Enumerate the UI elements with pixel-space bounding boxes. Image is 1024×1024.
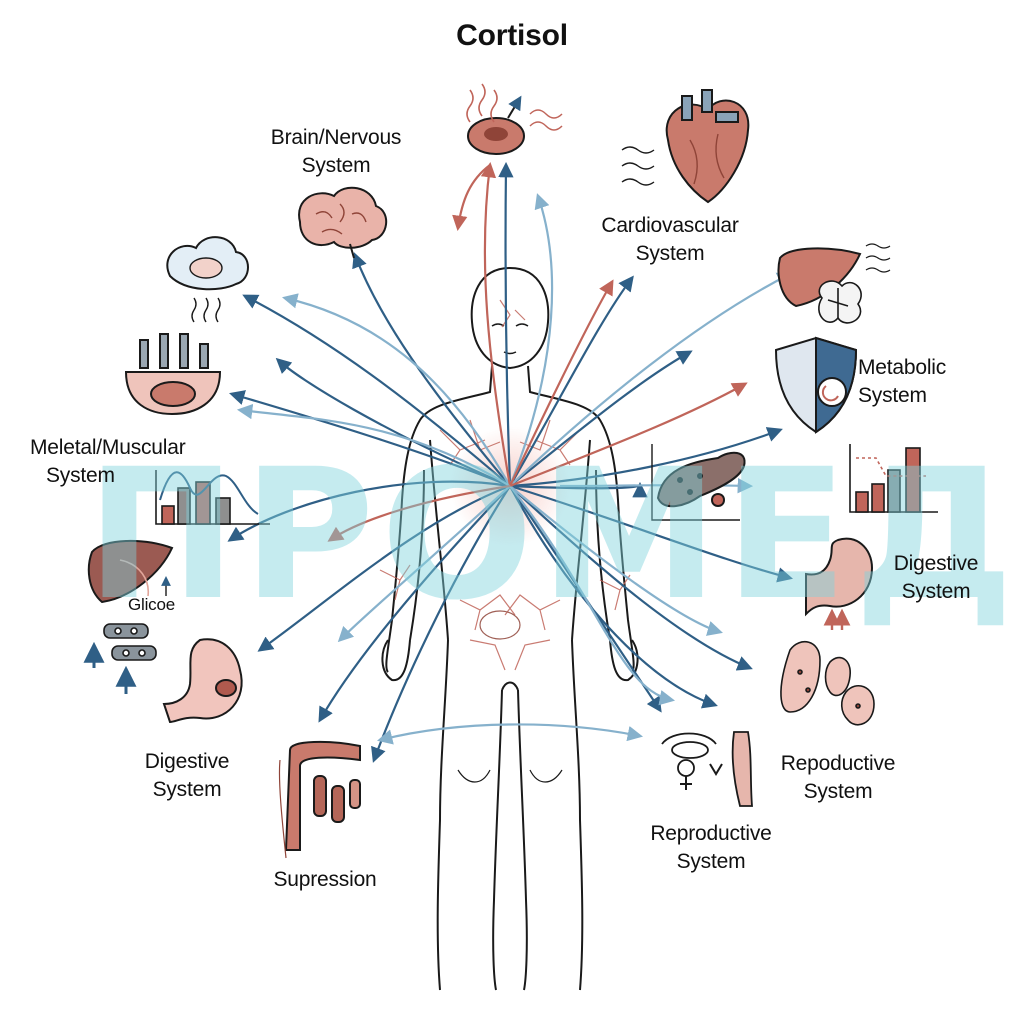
label-metabolic-system: Metabolic System xyxy=(858,356,947,407)
label-glucose: Glicoe xyxy=(128,595,175,614)
label-reproductive-system-center: Reproductive System xyxy=(650,822,772,873)
heart-icon xyxy=(621,89,750,204)
label-suppression: Supression xyxy=(273,868,377,891)
liver-icon xyxy=(87,540,174,604)
intestine-icon xyxy=(278,740,361,859)
muscle-icon xyxy=(124,333,222,416)
stomach-icon xyxy=(162,638,243,724)
label-cardiovascular-system: Cardiovascular System xyxy=(601,214,739,265)
label-digestive-system-left: Digestive System xyxy=(144,750,230,801)
brain-icon xyxy=(298,186,387,259)
bar-chart-icon xyxy=(155,470,270,525)
bone-icon xyxy=(83,623,157,694)
label-digestive-system-right: Digestive System xyxy=(893,552,979,603)
liver-icon xyxy=(777,243,891,308)
cloud-icon xyxy=(166,236,249,323)
pancreas-icon xyxy=(651,444,746,521)
label-reproductive-system-right: Repoductive System xyxy=(780,752,896,803)
label-musculoskeletal-system: Meletal/Muscular System xyxy=(30,436,186,487)
uterus-icon xyxy=(661,731,753,807)
label-brain-system: Brain/Nervous System xyxy=(270,126,402,177)
stomach-icon xyxy=(805,537,874,630)
arrow-network xyxy=(227,161,793,763)
diagram-title: Cortisol xyxy=(456,19,568,52)
adrenal-icon xyxy=(466,83,563,155)
human-body-outline xyxy=(381,266,639,991)
lung-icon xyxy=(818,280,862,324)
bar-chart-icon xyxy=(849,444,938,513)
kidney-icon xyxy=(780,640,875,726)
shield-icon xyxy=(774,336,858,434)
